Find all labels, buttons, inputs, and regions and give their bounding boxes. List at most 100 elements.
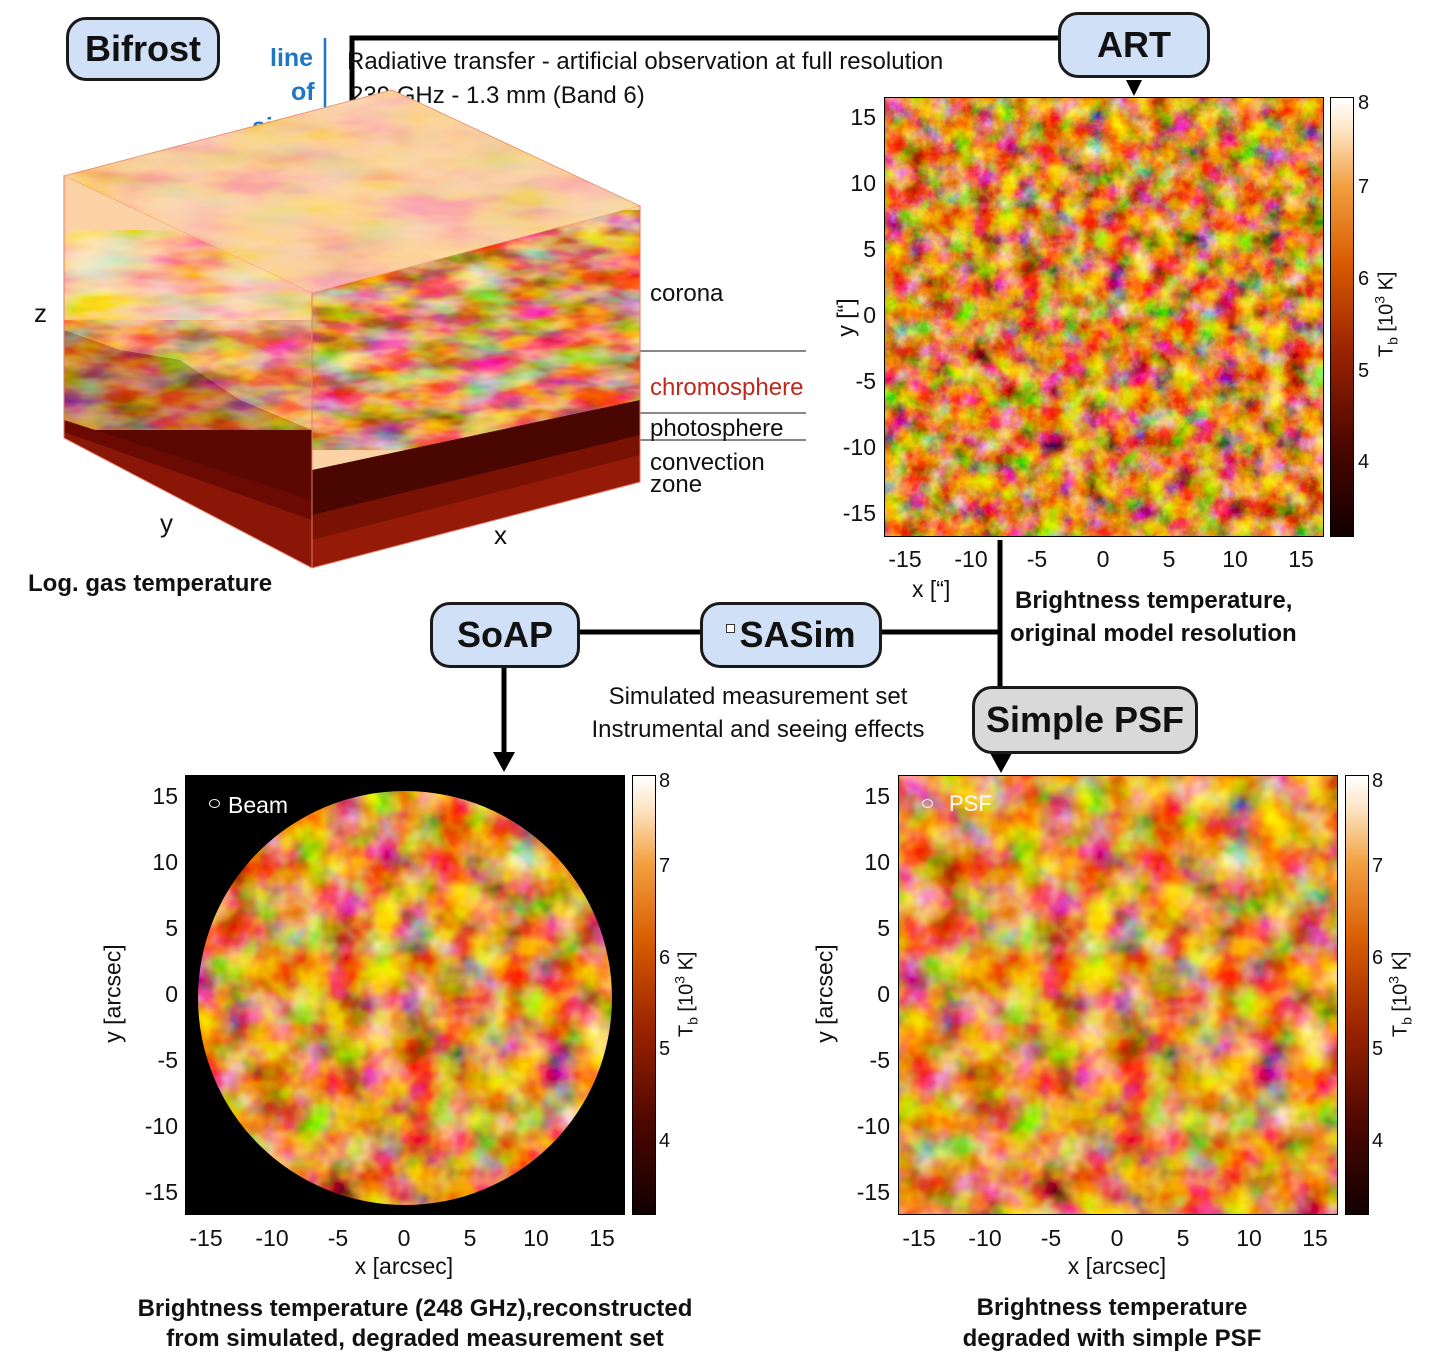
soap-xtick: -10 <box>255 1225 289 1251</box>
soap-cbar-tick-8: 8 <box>659 770 671 792</box>
psf-label: PSF <box>949 791 992 816</box>
cube-caption: Log. gas temperature <box>28 570 273 597</box>
soap-xtick: 0 <box>397 1225 411 1251</box>
simple-psf-box: Simple PSF <box>972 686 1198 754</box>
sasim-label: SASim <box>739 614 856 655</box>
soap-xtick: 15 <box>589 1225 615 1251</box>
bifrost-label: Bifrost <box>85 28 201 69</box>
art-ytick: 0 <box>863 302 876 328</box>
art-caption-2: original model resolution <box>1010 620 1297 647</box>
radiative-line1: Radiative transfer - artificial observat… <box>347 48 944 75</box>
sasim-note-1: Simulated measurement set <box>608 683 908 710</box>
psf-caption-2: degraded with simple PSF <box>962 1325 1262 1352</box>
beam-icon <box>209 799 220 808</box>
psf-xtick: -15 <box>902 1225 936 1251</box>
psf-ytick: -15 <box>856 1179 890 1205</box>
layer-chromosphere: chromosphere <box>650 374 804 401</box>
psf-xlabel: x [arcsec] <box>1067 1253 1167 1279</box>
psf-xtick: -5 <box>1040 1225 1062 1251</box>
psf-ytick: -10 <box>856 1113 890 1139</box>
sasim-small-square-icon <box>726 623 736 633</box>
soap-cbar-tick-4: 4 <box>659 1130 671 1152</box>
art-ytick: -5 <box>855 368 876 394</box>
art-label: ART <box>1097 24 1171 65</box>
soap-ylabel: y [arcsec] <box>99 944 126 1043</box>
soap-cbar-tick-6: 6 <box>659 947 671 969</box>
art-xtick: 0 <box>1096 546 1110 572</box>
psf-ytick: 15 <box>864 783 890 809</box>
art-brightness-map <box>884 97 1324 537</box>
psf-cbar-tick-4: 4 <box>1372 1130 1384 1152</box>
layer-photosphere: photosphere <box>650 415 784 442</box>
soap-reconstructed-map: Beam <box>185 775 625 1215</box>
art-colorbar <box>1330 97 1354 537</box>
soap-caption-1: Brightness temperature (248 GHz),reconst… <box>137 1295 693 1322</box>
sasim-box: SASim <box>700 602 882 668</box>
art-cbar-tick-6: 6 <box>1358 268 1370 290</box>
art-xtick: 10 <box>1222 546 1248 572</box>
soap-cbar-tick-7: 7 <box>659 855 671 877</box>
art-cbar-tick-5: 5 <box>1358 360 1370 382</box>
psf-ytick: 0 <box>877 981 890 1007</box>
art-xtick: -15 <box>888 546 922 572</box>
art-ytick: 10 <box>850 170 876 196</box>
soap-box: SoAP <box>430 602 580 668</box>
art-ytick: 5 <box>863 236 876 262</box>
art-ytick: -15 <box>842 500 876 526</box>
psf-caption-1: Brightness temperature <box>976 1294 1248 1321</box>
psf-xtick: 15 <box>1302 1225 1328 1251</box>
soap-xlabel: x [arcsec] <box>354 1253 454 1279</box>
soap-ytick: -5 <box>157 1047 178 1073</box>
psf-xtick: 10 <box>1236 1225 1262 1251</box>
soap-label: SoAP <box>456 614 553 655</box>
art-xtick: -10 <box>954 546 988 572</box>
art-ytick: 15 <box>850 104 876 130</box>
psf-cbar-tick-5: 5 <box>1372 1038 1384 1060</box>
psf-xtick: 5 <box>1176 1225 1190 1251</box>
soap-ytick: 5 <box>165 915 178 941</box>
psf-cbar-tick-6: 6 <box>1372 947 1384 969</box>
art-box: ART <box>1058 12 1210 78</box>
psf-cbar-tick-7: 7 <box>1372 855 1384 877</box>
soap-xtick: 10 <box>523 1225 549 1251</box>
soap-cbar-label: Tb [103 K] <box>671 951 701 1038</box>
soap-colorbar <box>632 775 656 1215</box>
soap-ytick: -15 <box>144 1179 178 1205</box>
psf-degraded-map: PSF <box>898 775 1338 1215</box>
layer-corona: corona <box>650 280 724 307</box>
los-line: line <box>270 44 314 72</box>
soap-ytick: 15 <box>152 783 178 809</box>
art-ylabel: y [“] <box>832 298 859 337</box>
psf-ylabel: y [arcsec] <box>811 944 838 1043</box>
soap-xtick: 5 <box>463 1225 477 1251</box>
layer-convection-2: zone <box>650 471 703 498</box>
psf-xtick: 0 <box>1110 1225 1124 1251</box>
psf-ytick: 10 <box>864 849 890 875</box>
art-cbar-tick-7: 7 <box>1358 176 1370 198</box>
beam-label: Beam <box>228 792 289 818</box>
art-xtick: -5 <box>1026 546 1048 572</box>
art-ytick: -10 <box>842 434 876 460</box>
psf-icon <box>922 799 933 808</box>
soap-ytick: 10 <box>152 849 178 875</box>
psf-ytick: -5 <box>869 1047 890 1073</box>
psf-cbar-tick-8: 8 <box>1372 770 1384 792</box>
los-of: of <box>291 78 315 106</box>
art-cbar-tick-4: 4 <box>1358 451 1370 473</box>
soap-xtick: -5 <box>327 1225 349 1251</box>
soap-caption-2: from simulated, degraded measurement set <box>166 1325 664 1352</box>
soap-cbar-tick-5: 5 <box>659 1038 671 1060</box>
art-xlabel: x [“] <box>912 576 951 602</box>
cube-axis-z: z <box>34 298 47 328</box>
art-xtick: 15 <box>1288 546 1314 572</box>
psf-xtick: -10 <box>968 1225 1002 1251</box>
art-cbar-tick-8: 8 <box>1358 92 1370 114</box>
psf-cbar-label: Tb [103 K] <box>1385 951 1415 1038</box>
cube-axis-x: x <box>494 520 507 550</box>
psf-ytick: 5 <box>877 915 890 941</box>
cube-axis-y: y <box>160 508 173 538</box>
soap-ytick: 0 <box>165 981 178 1007</box>
simple-psf-label: Simple PSF <box>985 699 1185 740</box>
art-cbar-label: Tb [103 K] <box>1371 271 1401 358</box>
